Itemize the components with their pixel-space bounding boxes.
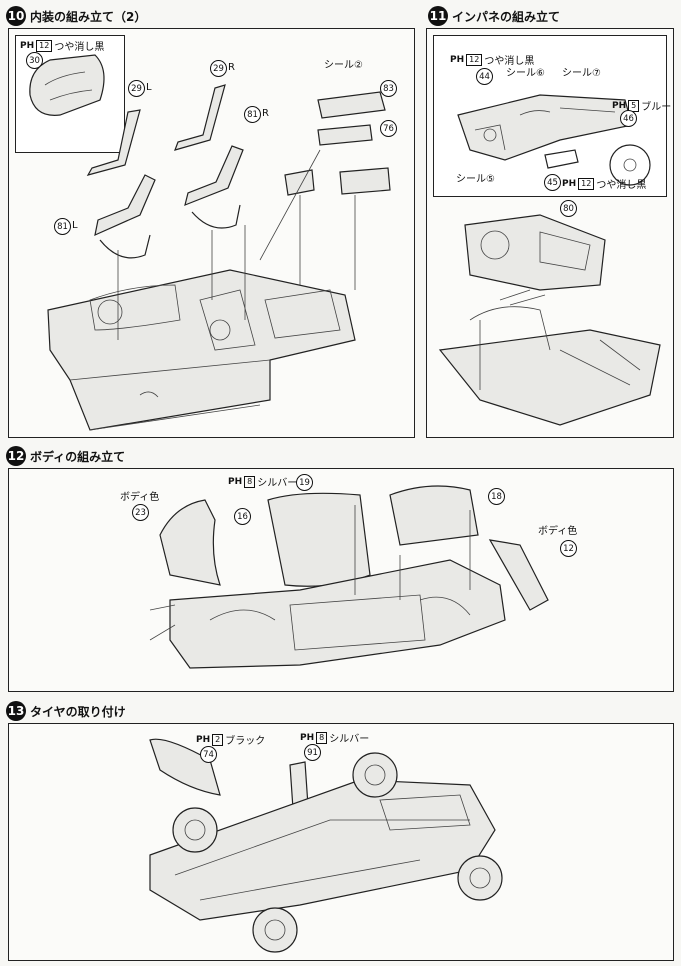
part-number-46: 46: [620, 110, 637, 127]
body-assembly-drawing: [149, 485, 549, 669]
paint-code-number: 8: [316, 731, 328, 744]
paint-code-tag: PH: [300, 732, 315, 743]
step-12-title: ボディの組み立て: [30, 449, 126, 464]
step-number-13: 13: [6, 701, 26, 721]
paint-color-name: つや消し黒: [54, 42, 105, 53]
paint-code-number: 12: [578, 177, 595, 190]
seat-left-drawing: [86, 109, 156, 259]
step-10-guide-lines: [117, 149, 356, 340]
steering-paint-label: PH 5 ブルー: [612, 98, 671, 113]
paint-color-name: ブルー: [641, 102, 672, 113]
step-10-title: 内装の組み立て（2）: [30, 9, 147, 24]
paint-code-number: 8: [244, 475, 256, 488]
seal-7-label: シール⑦: [562, 68, 601, 79]
step-number-10: 10: [6, 6, 26, 26]
seal-6-label: シール⑥: [506, 68, 545, 79]
inset-paint-label: PH 12 つや消し黒: [20, 38, 104, 53]
part-number-81-left: 81: [54, 218, 71, 235]
paint-color-name: シルバー: [329, 734, 370, 745]
body-color-right-label: ボディ色: [538, 526, 578, 537]
dashboard-installed-drawing: [438, 214, 661, 426]
part-81-right-side: R: [262, 108, 269, 119]
part-number-91: 91: [304, 744, 321, 761]
seat-right-drawing: [174, 84, 244, 229]
part-number-12: 12: [560, 540, 577, 557]
console-parts-drawing: [284, 91, 391, 196]
dash-paint-label: PH 12 つや消し黒: [450, 52, 534, 67]
paint-code-tag: PH: [612, 100, 627, 111]
paint-code-tag: PH: [196, 734, 211, 745]
part-number-30: 30: [26, 52, 43, 69]
part-number-18: 18: [488, 488, 505, 505]
step-13-title: タイヤの取り付け: [30, 704, 126, 719]
part-number-83: 83: [380, 80, 397, 97]
paint-code-tag: PH: [20, 40, 35, 51]
paint-code-tag: PH: [450, 54, 465, 65]
part-number-29-left: 29: [128, 80, 145, 97]
paint-code-tag: PH: [228, 476, 243, 487]
part-number-81-right: 81: [244, 106, 261, 123]
seal-5-label: シール⑤: [456, 174, 495, 185]
part-number-76: 76: [380, 120, 397, 137]
paint-color-name: シルバー: [257, 478, 298, 489]
rear-spoiler-paint-label: PH 2 ブラック: [196, 732, 265, 747]
part-number-19: 19: [296, 474, 313, 491]
paint-color-name: つや消し黒: [484, 56, 535, 67]
step-11-title: インパネの組み立て: [452, 9, 561, 24]
step-number-11: 11: [428, 6, 448, 26]
step-11-heading: 11 インパネの組み立て: [428, 6, 560, 26]
rollbar-paint-label: PH 8 シルバー: [300, 730, 369, 745]
paint-color-name: つや消し黒: [596, 180, 647, 191]
seal-2-label: シール②: [324, 60, 363, 71]
part-number-29-right: 29: [210, 60, 227, 77]
steering-column-paint-label: PH 12 つや消し黒: [562, 176, 646, 191]
dashboard-inset-drawing: [457, 94, 651, 186]
body-color-left-label: ボディ色: [120, 492, 160, 503]
windshield-frame-paint-label: PH 8 シルバー: [228, 474, 297, 489]
paint-code-number: 2: [212, 733, 224, 746]
part-81-left-side: L: [72, 220, 78, 231]
part-number-45: 45: [544, 174, 561, 191]
paint-code-number: 12: [36, 39, 53, 52]
step-10-heading: 10 内装の組み立て（2）: [6, 6, 146, 26]
paint-color-name: ブラック: [225, 736, 266, 747]
step-number-12: 12: [6, 446, 26, 466]
paint-code-number: 12: [466, 53, 483, 66]
part-number-16: 16: [234, 508, 251, 525]
chassis-wheels-drawing: [149, 738, 503, 953]
paint-code-tag: PH: [562, 178, 577, 189]
part-number-80: 80: [560, 200, 577, 217]
part-29-right-side: R: [228, 62, 235, 73]
part-number-44: 44: [476, 68, 493, 85]
bucket-seat-inset-drawing: [29, 54, 105, 116]
step-12-heading: 12 ボディの組み立て: [6, 446, 125, 466]
interior-tub-drawing: [47, 269, 356, 431]
part-number-74: 74: [200, 746, 217, 763]
step-13-heading: 13 タイヤの取り付け: [6, 701, 126, 721]
part-29-left-side: L: [146, 82, 152, 93]
part-number-23: 23: [132, 504, 149, 521]
